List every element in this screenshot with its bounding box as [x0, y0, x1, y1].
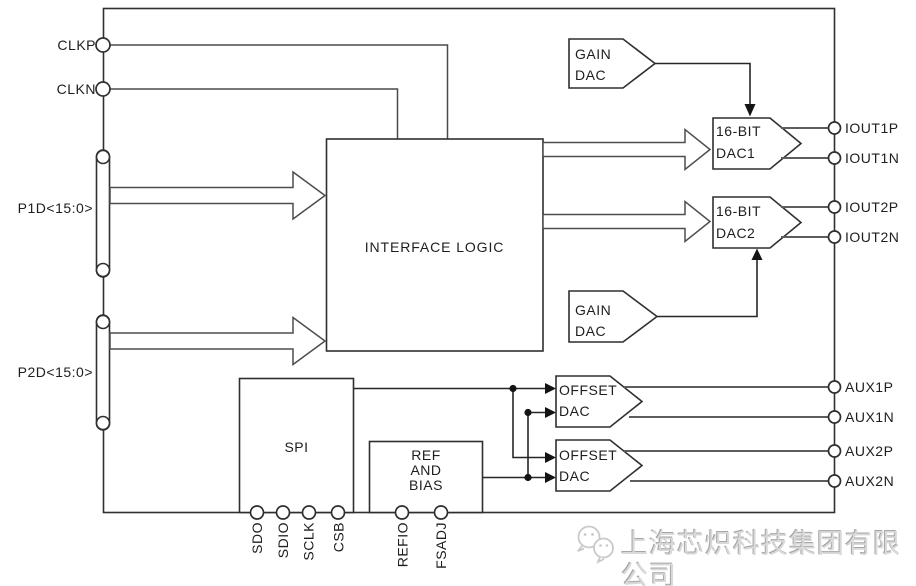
- offset-dac2-line2: DAC: [559, 468, 591, 484]
- gain-dac-top-label: GAIN DAC: [575, 44, 611, 86]
- dac2-label: 16-BIT DAC2: [716, 200, 761, 244]
- p1d-label: P1D<15:0>: [17, 200, 93, 216]
- dac2-block: [712, 196, 803, 249]
- sdo-pin: [249, 505, 265, 520]
- aux2p-pin: [827, 444, 842, 458]
- clkp-label: CLKP: [57, 37, 96, 53]
- sdio-label: SDIO: [275, 522, 291, 559]
- offset-dac2-in1-arrowhead: [545, 452, 556, 463]
- ref-bias-line3: BIAS: [409, 477, 443, 493]
- p1d-bus-capsule: [95, 149, 111, 278]
- gain-dac-top-wire: [655, 62, 751, 105]
- interface-to-dac2-arrow: [542, 199, 712, 244]
- refio-label: REFIO: [394, 522, 410, 568]
- ref-bias-label: REF AND BIAS: [369, 448, 483, 493]
- clkn-pin: [95, 81, 111, 97]
- offset-dac1-line1: OFFSET: [559, 382, 618, 398]
- sclk-pin: [301, 505, 317, 520]
- aux2n-label: AUX2N: [845, 473, 895, 489]
- ref-bias-line1: REF: [411, 447, 441, 463]
- watermark-company-text: 上海芯炽科技集团有限公司: [621, 529, 901, 586]
- iout2n-label: IOUT2N: [845, 229, 900, 245]
- fsadj-pin: [433, 505, 449, 520]
- dac1-block: [712, 117, 803, 170]
- iout2p-label: IOUT2P: [845, 199, 899, 215]
- gain-dac-top-block: [568, 38, 657, 89]
- aux2n-pin: [827, 474, 842, 488]
- offset-dac1-block: [555, 375, 644, 428]
- p2d-bus-top-circle: [95, 314, 111, 330]
- clkn-label: CLKN: [56, 81, 96, 97]
- offset-dac1-in1-arrowhead: [545, 383, 556, 394]
- gain-dac-top-line2: DAC: [575, 67, 607, 83]
- aux1n-label: AUX1N: [845, 409, 895, 425]
- ref-offset-branch-wire: [527, 411, 545, 478]
- aux1p-pin: [827, 380, 842, 394]
- gain-dac-top-line1: GAIN: [575, 46, 612, 62]
- ref-bias-block: [368, 440, 484, 514]
- gain-dac-bottom-line2: DAC: [575, 323, 607, 339]
- offset-dac1-in2-arrowhead: [545, 407, 556, 418]
- iout1p-label: IOUT1P: [845, 120, 899, 136]
- gain-dac-bottom-wire: [657, 260, 758, 318]
- clkp-wire: [110, 44, 449, 139]
- iout1n-label: IOUT1N: [845, 150, 900, 166]
- dac2-line2: DAC2: [716, 225, 756, 241]
- fsadj-label: FSADJ: [433, 522, 449, 569]
- p2d-bus-arrow: [109, 316, 327, 366]
- offset-dac2-label: OFFSET DAC: [559, 445, 617, 487]
- offset-dac1-line2: DAC: [559, 403, 591, 419]
- spi-label: SPI: [284, 439, 309, 455]
- gain-dac-bottom-arrowhead: [751, 248, 763, 260]
- dac1-line2: DAC1: [716, 145, 756, 161]
- dac2-line1: 16-BIT: [716, 203, 762, 219]
- sdo-label: SDO: [249, 522, 265, 554]
- iout1p-pin: [827, 121, 842, 135]
- p2d-bus-bottom-circle: [95, 415, 111, 431]
- junction-dot: [509, 384, 517, 393]
- gain-dac-top-arrowhead: [744, 104, 756, 117]
- junction-dot: [524, 473, 532, 482]
- watermark-logo-icon: [577, 525, 614, 564]
- p1d-bus-arrow: [109, 170, 327, 221]
- aux1n-pin: [827, 410, 842, 424]
- gain-dac-bottom-block: [568, 290, 659, 343]
- aux1p-label: AUX1P: [845, 379, 894, 395]
- sclk-label: SCLK: [301, 522, 317, 561]
- csb-label: CSB: [330, 522, 346, 553]
- spi-offset-branch-wire: [512, 388, 545, 459]
- interface-logic-label: INTERFACE LOGIC: [364, 239, 505, 255]
- refio-pin: [394, 505, 410, 520]
- ref-bias-line2: AND: [410, 462, 442, 478]
- offset-dac2-line1: OFFSET: [559, 447, 618, 463]
- iout2n-pin: [827, 230, 842, 244]
- clkn-wire: [110, 88, 399, 139]
- p2d-bus-capsule: [95, 314, 111, 431]
- sdio-pin: [275, 505, 291, 520]
- offset-dac2-in2-arrowhead: [545, 472, 556, 483]
- offset-dac1-label: OFFSET DAC: [559, 380, 617, 422]
- p1d-bus-top-circle: [95, 149, 111, 165]
- csb-pin: [330, 505, 346, 520]
- spi-block: [238, 377, 355, 514]
- p2d-label: P2D<15:0>: [17, 364, 93, 380]
- interface-to-dac1-arrow: [542, 127, 712, 172]
- dac1-line1: 16-BIT: [716, 123, 762, 139]
- interface-logic-block: [325, 138, 544, 352]
- iout1n-pin: [827, 151, 842, 165]
- offset-dac2-block: [555, 439, 644, 492]
- aux2p-label: AUX2P: [845, 443, 894, 459]
- p1d-bus-bottom-circle: [95, 262, 111, 278]
- clkp-pin: [95, 37, 111, 53]
- junction-dot: [524, 408, 532, 417]
- dac1-label: 16-BIT DAC1: [716, 120, 761, 164]
- iout2p-pin: [827, 200, 842, 214]
- gain-dac-bottom-label: GAIN DAC: [575, 300, 611, 342]
- gain-dac-bottom-line1: GAIN: [575, 302, 612, 318]
